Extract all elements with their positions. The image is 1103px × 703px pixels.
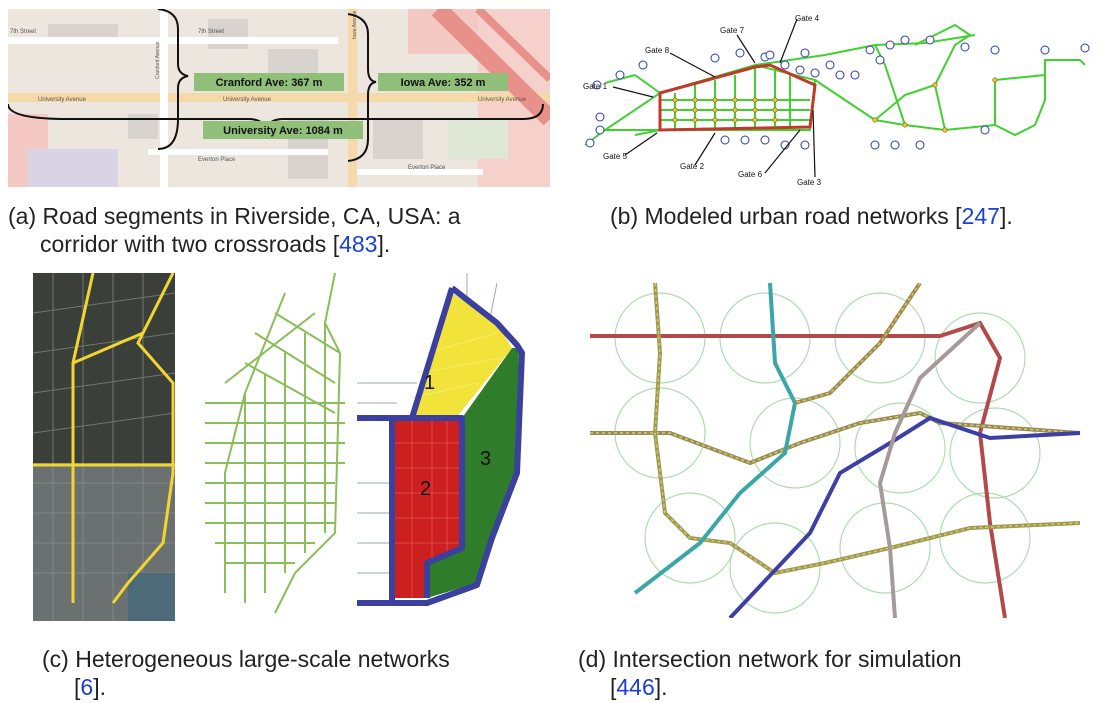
panel-c-satellite (33, 273, 175, 621)
region-2-label: 2 (420, 478, 431, 500)
region-1-polygon (412, 293, 512, 423)
panel-c-network (185, 273, 355, 621)
panel-b-caption-end: ]. (999, 203, 1013, 229)
university-ave-mid-label: University Avenue (223, 97, 272, 103)
panel-b-citation-link[interactable]: 247 (961, 203, 1000, 229)
panel-d-intersection-network (590, 283, 1090, 618)
region-3-label: 3 (480, 448, 491, 470)
panel-d-caption-end: ]. (654, 674, 668, 700)
panel-c-caption: (c) Heterogeneous large-scale networks [… (42, 645, 562, 701)
seventh-street-left-label: 7th Street (10, 29, 36, 35)
panel-c-regions: 1 2 3 (357, 273, 532, 621)
gate-8-label: Gate 8 (645, 46, 670, 55)
panel-c-network-svg (205, 273, 345, 614)
everton-place-label: Everton Place (198, 157, 236, 163)
panel-a-caption-line2-text: corridor with two crossroads [ (40, 231, 340, 257)
everton-place-right-label: Everton Place (408, 165, 446, 171)
panel-b-network: Gate 1 Gate 2 Gate 3 Gate 4 Gate 5 Gate … (575, 5, 1097, 190)
gate-5-label: Gate 5 (603, 152, 628, 161)
panel-a-map-svg: 7th Street 7th Street University Avenue … (8, 9, 550, 187)
panel-c-caption-end: ]. (93, 674, 106, 700)
cranford-label: Cranford Ave: 367 m (216, 77, 323, 89)
iowa-brace (347, 13, 377, 162)
gate-7-label: Gate 7 (720, 26, 745, 35)
panel-a-citation-link[interactable]: 483 (339, 231, 378, 257)
seventh-street-mid-label: 7th Street (198, 29, 224, 35)
panel-a-caption-end: ]. (377, 231, 391, 257)
panel-c-caption-line2: [6]. (42, 673, 562, 701)
panel-d-citation-link[interactable]: 446 (616, 674, 655, 700)
panel-b-caption: (b) Modeled urban road networks [247]. (610, 202, 1100, 230)
cranford-avenue-vertical-label: Cranford Avenue (155, 41, 161, 79)
gate-3-label: Gate 3 (797, 178, 822, 187)
gate-2-label: Gate 2 (680, 162, 705, 171)
gate-6-label: Gate 6 (738, 170, 763, 179)
panel-c-caption-line1: (c) Heterogeneous large-scale networks (42, 646, 450, 672)
iowa-avenue-vertical-label: Iowa Avenue (352, 10, 358, 39)
panel-b-network-svg: Gate 1 Gate 2 Gate 3 Gate 4 Gate 5 Gate … (583, 14, 1090, 187)
iowa-label: Iowa Ave: 352 m (401, 77, 486, 89)
panel-d-caption: (d) Intersection network for simulation … (578, 645, 1098, 701)
region-1-label: 1 (424, 372, 435, 394)
panel-c-caption-open: [ (74, 674, 81, 700)
panel-d-caption-line1: (d) Intersection network for simulation (578, 646, 962, 672)
panel-d-intersection-svg (590, 283, 1081, 618)
university-label: University Ave: 1084 m (223, 125, 343, 137)
university-ave-left-label: University Avenue (38, 97, 87, 103)
panel-c-satellite-svg (33, 273, 175, 621)
university-ave-right-label: University Avenue (478, 97, 527, 103)
panel-d-caption-line2: [446]. (578, 673, 1098, 701)
panel-c-citation-link[interactable]: 6 (80, 674, 94, 700)
panel-a-caption-line1: (a) Road segments in Riverside, CA, USA:… (8, 203, 461, 229)
panel-b-caption-text: (b) Modeled urban road networks [ (610, 203, 962, 229)
panel-d-caption-open: [ (610, 674, 617, 700)
panel-c-regions-svg: 1 2 3 (357, 273, 525, 606)
panel-a-map: 7th Street 7th Street University Avenue … (8, 9, 550, 187)
panel-a-caption: (a) Road segments in Riverside, CA, USA:… (8, 202, 568, 258)
gate-4-label: Gate 4 (795, 14, 820, 23)
gate-1-label: Gate 1 (583, 82, 608, 91)
panel-a-caption-line2: corridor with two crossroads [483]. (8, 230, 568, 258)
cranford-brace (157, 9, 189, 150)
region-3-polygon (427, 348, 519, 598)
